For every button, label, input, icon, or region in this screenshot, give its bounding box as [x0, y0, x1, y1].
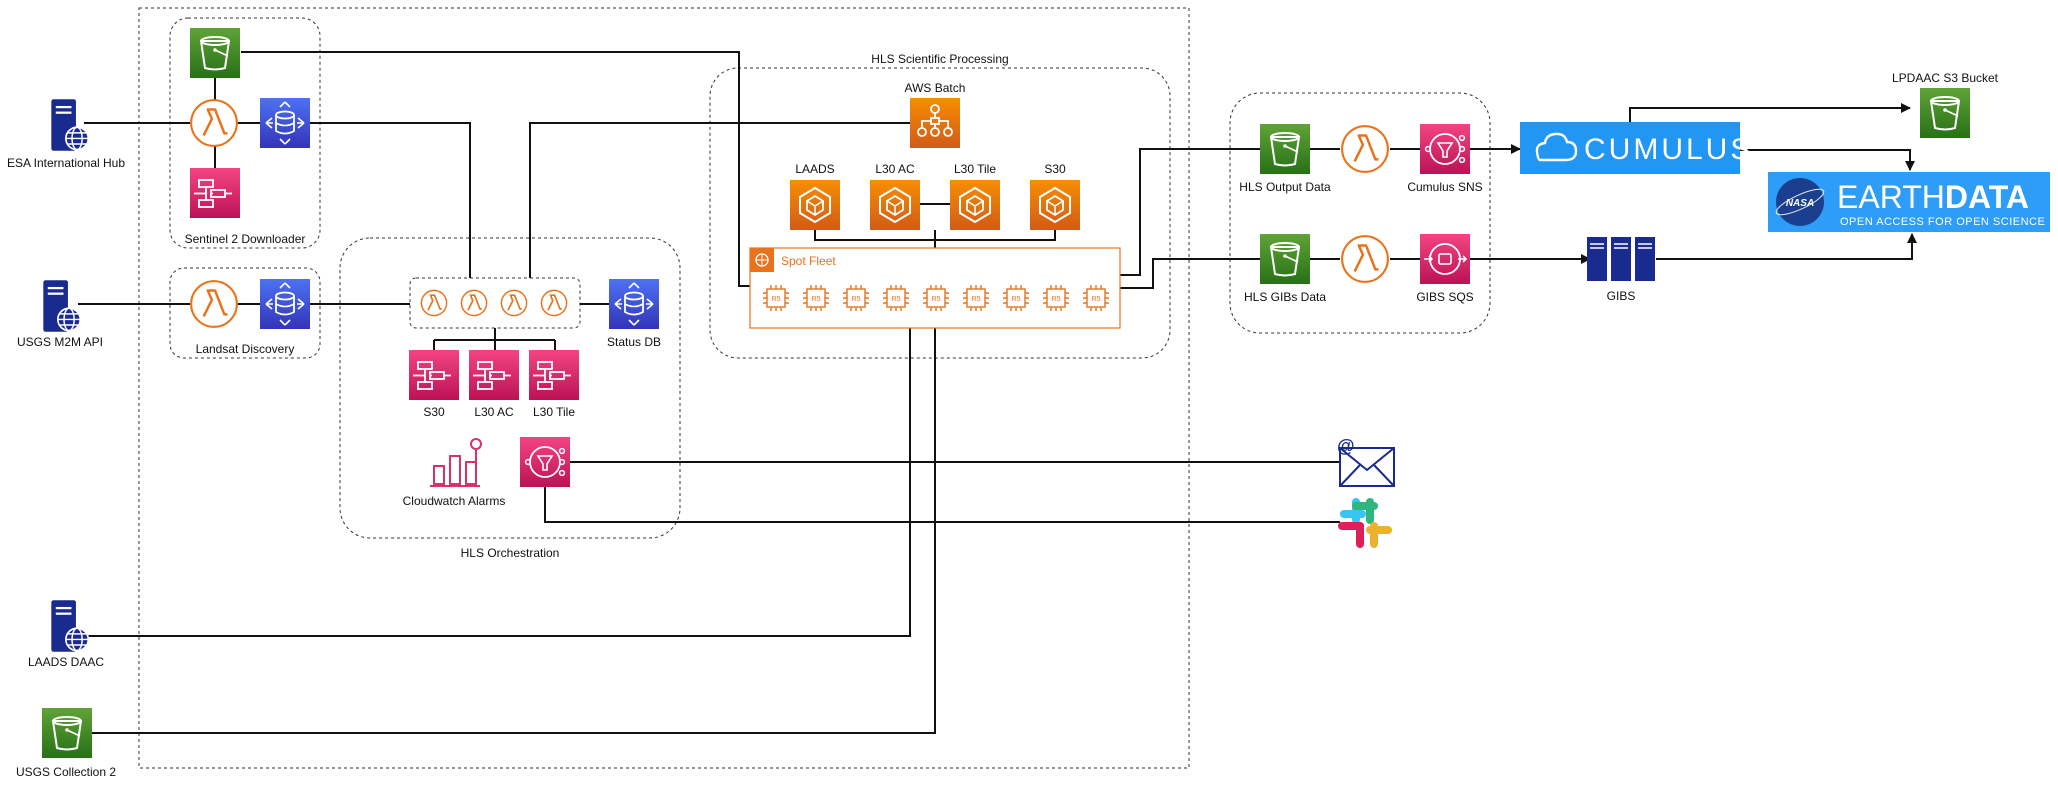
r5-instance-icon: R5	[1082, 284, 1110, 312]
sentinel-lambda-icon	[189, 98, 239, 148]
orch-l30ac-stepfunction-icon	[469, 350, 519, 400]
usgs-m2m-server-icon	[42, 279, 82, 333]
r5-instance-label: R5	[772, 296, 781, 303]
landsat-lambda-icon	[189, 279, 239, 329]
r5-instance-icon: R5	[922, 284, 950, 312]
orch-lambda-icon	[500, 289, 528, 317]
l30tile-container-icon	[950, 180, 1000, 230]
gibs-label: GIBS	[1607, 289, 1636, 303]
main-boundary	[138, 7, 1190, 769]
hls-output-bucket-icon	[1260, 124, 1310, 174]
hls-orchestration-group	[339, 237, 681, 539]
usgs-collection2-bucket-icon	[42, 708, 92, 758]
status-db-icon	[609, 279, 659, 329]
r5-instance-icon: R5	[1042, 284, 1070, 312]
usgs-m2m-label: USGS M2M API	[17, 335, 103, 349]
orch-lambda-icon	[540, 289, 568, 317]
hls-output-data-label: HLS Output Data	[1239, 180, 1331, 194]
s30-label: S30	[1044, 162, 1066, 176]
r5-instance-label: R5	[1052, 296, 1061, 303]
orch-l30tile-label: L30 Tile	[533, 405, 575, 419]
r5-instance-label: R5	[972, 296, 981, 303]
cloud-icon	[1535, 132, 1578, 162]
l30-ac-label: L30 AC	[875, 162, 915, 176]
orch-l30tile-stepfunction-icon	[529, 350, 579, 400]
landsat-db-icon	[260, 279, 310, 329]
landsat-discovery-label: Landsat Discovery	[196, 342, 295, 356]
hls-gibs-data-label: HLS GIBs Data	[1244, 290, 1326, 304]
spot-fleet-label: Spot Fleet	[781, 254, 836, 268]
r5-instance-icon: R5	[962, 284, 990, 312]
output-lambda-icon	[1340, 124, 1390, 174]
orch-s30-stepfunction-icon	[409, 350, 459, 400]
r5-instance-label: R5	[812, 296, 821, 303]
esa-hub-label: ESA International Hub	[7, 156, 125, 170]
sentinel-bucket-icon	[190, 28, 240, 78]
r5-instance-label: R5	[892, 296, 901, 303]
output-group	[1229, 92, 1491, 334]
sentinel-downloader-label: Sentinel 2 Downloader	[185, 232, 306, 246]
earthdata-logo-text: EARTHDATA	[1837, 179, 2029, 215]
laads-label: LAADS	[795, 162, 834, 176]
r5-instance-icon: R5	[1002, 284, 1030, 312]
s30-container-icon	[1030, 180, 1080, 230]
laads-daac-label: LAADS DAAC	[28, 655, 104, 669]
r5-instances: R5 R5 R5 R5 R5 R5 R5 R5 R5	[762, 284, 1110, 312]
orch-lambda-icon	[420, 289, 448, 317]
laads-container-icon	[790, 180, 840, 230]
svg-text:@: @	[1337, 436, 1355, 456]
gibs-sqs-icon	[1420, 234, 1470, 284]
nasa-label: NASA	[1786, 198, 1814, 209]
hls-scientific-processing-label: HLS Scientific Processing	[871, 52, 1008, 66]
aws-batch-label: AWS Batch	[905, 81, 966, 95]
sentinel-stepfunction-icon	[190, 168, 240, 218]
alarms-sns-icon	[520, 437, 570, 487]
gibs-server-icon	[1586, 236, 1656, 282]
cumulus-logo-text: CUMULUS	[1584, 133, 1753, 166]
cloudwatch-alarms-icon	[430, 438, 482, 487]
r5-instance-label: R5	[932, 296, 941, 303]
lpdaac-bucket-icon	[1920, 88, 1970, 138]
r5-instance-label: R5	[1092, 296, 1101, 303]
hls-scientific-processing-group	[709, 67, 1171, 359]
orch-s30-label: S30	[423, 405, 445, 419]
r5-instance-icon: R5	[802, 284, 830, 312]
cumulus-sns-icon	[1420, 124, 1470, 174]
r5-instance-icon: R5	[762, 284, 790, 312]
gibs-lambda-icon	[1340, 234, 1390, 284]
orch-lambda-icon	[460, 289, 488, 317]
r5-instance-label: R5	[852, 296, 861, 303]
status-db-label: Status DB	[607, 335, 661, 349]
lpdaac-bucket-label: LPDAAC S3 Bucket	[1892, 71, 1999, 85]
email-icon: @	[1337, 436, 1395, 487]
sentinel-db-icon	[260, 98, 310, 148]
r5-instance-label: R5	[1012, 296, 1021, 303]
laads-daac-server-icon	[50, 599, 90, 653]
slack-icon	[1338, 498, 1392, 548]
sentinel-downloader-group	[169, 17, 321, 249]
r5-instance-icon: R5	[882, 284, 910, 312]
esa-hub-server-icon	[50, 98, 90, 152]
cumulus-sns-label: Cumulus SNS	[1407, 180, 1482, 194]
spot-fleet-box	[749, 247, 1121, 329]
orch-l30ac-label: L30 AC	[474, 405, 514, 419]
l30-tile-label: L30 Tile	[954, 162, 996, 176]
earthdata-tagline: OPEN ACCESS FOR OPEN SCIENCE	[1840, 216, 2045, 228]
cumulus-logo	[1520, 122, 1740, 174]
hls-gibs-bucket-icon	[1260, 234, 1310, 284]
gibs-sqs-label: GIBS SQS	[1416, 290, 1473, 304]
cloudwatch-alarms-label: Cloudwatch Alarms	[403, 494, 506, 508]
connectors	[78, 51, 1917, 734]
hls-orchestration-label: HLS Orchestration	[461, 546, 560, 560]
landsat-discovery-group	[169, 267, 321, 359]
l30ac-container-icon	[870, 180, 920, 230]
r5-instance-icon: R5	[842, 284, 870, 312]
aws-batch-icon	[910, 98, 960, 148]
usgs-collection2-label: USGS Collection 2	[16, 765, 116, 779]
